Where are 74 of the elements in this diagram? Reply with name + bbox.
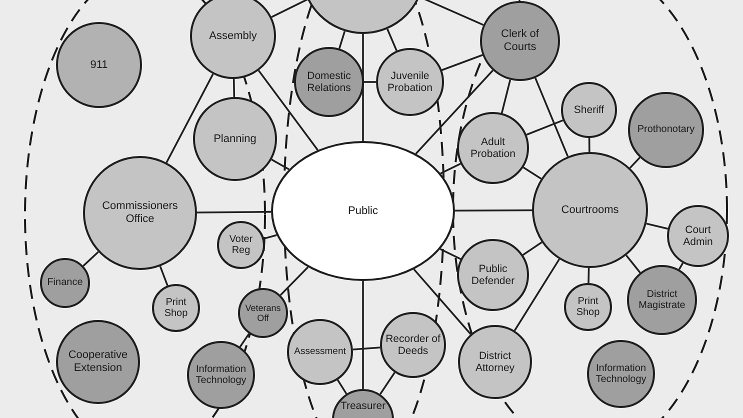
connector-line xyxy=(386,28,398,52)
node-label: Assembly xyxy=(208,30,258,42)
circle-node xyxy=(152,284,200,332)
node-label: Prothonotary xyxy=(636,124,696,136)
connector-line xyxy=(352,346,380,350)
connector-line xyxy=(338,30,346,49)
circle-node xyxy=(217,221,265,269)
node-label: Court Admin xyxy=(682,224,714,248)
connector-line xyxy=(258,70,318,151)
connector-line xyxy=(271,158,290,170)
node-label: Print Shop xyxy=(163,296,189,320)
connector-line xyxy=(514,258,560,332)
circle-node xyxy=(457,239,529,311)
circle-node xyxy=(457,112,529,184)
node-label: Planning xyxy=(212,132,258,146)
node-label: Recorder of Deeds xyxy=(384,332,442,358)
connector-line xyxy=(588,138,590,152)
connector-line xyxy=(500,80,512,114)
connector-line xyxy=(440,248,462,260)
node-label: Sheriff xyxy=(572,104,606,116)
node-label: Clerk of Courts xyxy=(500,28,540,54)
node-label: Veterans Off xyxy=(244,302,282,324)
node-label: Domestic Relations xyxy=(306,70,352,94)
connector-line xyxy=(455,209,532,212)
node-label: Treasurer xyxy=(339,400,387,412)
connector-line xyxy=(678,262,684,270)
connector-line xyxy=(522,242,542,256)
node-label: Print Shop xyxy=(575,296,601,318)
connector-line xyxy=(588,268,590,284)
node-label: Cooperative Extension xyxy=(67,349,129,375)
connector-line xyxy=(280,266,309,296)
circle-node xyxy=(193,97,277,181)
connector-line xyxy=(626,254,641,274)
connector-line xyxy=(442,54,483,71)
connector-line xyxy=(166,74,214,163)
connector-line xyxy=(415,70,494,154)
node-label: Commissioners Office xyxy=(101,200,179,226)
node-label: Public xyxy=(347,204,379,218)
node-label: Adult Probation xyxy=(470,136,516,160)
connector-line xyxy=(522,166,542,180)
connector-line xyxy=(232,78,236,98)
node-label: Courtrooms xyxy=(560,204,620,216)
connector-line xyxy=(646,222,668,230)
connector-line xyxy=(364,81,376,83)
connector-line xyxy=(271,0,308,18)
node-label: District Attorney xyxy=(474,350,516,374)
connector-line xyxy=(440,162,461,174)
circle-node xyxy=(238,288,288,338)
connector-line xyxy=(239,333,250,348)
node-label: Juvenile Probation xyxy=(386,70,434,94)
connector-line xyxy=(82,251,99,267)
node-label: Public Defender xyxy=(470,262,516,288)
connector-line xyxy=(629,156,640,169)
connector-line xyxy=(413,268,472,335)
connector-line xyxy=(379,372,396,395)
node-label: Finance xyxy=(46,277,84,289)
connector-line xyxy=(159,266,168,286)
connector-line xyxy=(534,78,569,157)
node-label: Information Technology xyxy=(194,364,248,386)
circle-node xyxy=(40,258,90,308)
node-label: Assessment xyxy=(293,346,347,358)
node-label: Voter Reg xyxy=(228,234,254,256)
connector-line xyxy=(197,210,272,214)
node-label: District Magistrate xyxy=(638,288,686,312)
node-label: Information Technology xyxy=(594,362,648,386)
connector-line xyxy=(336,379,348,394)
connector-line xyxy=(362,34,364,141)
circle-node xyxy=(190,0,276,79)
connector-line xyxy=(264,234,277,240)
circle-node xyxy=(564,283,612,331)
circle-node xyxy=(287,319,353,385)
connector-line xyxy=(526,119,564,136)
node-label: 911 xyxy=(89,58,109,72)
connector-line xyxy=(362,281,364,389)
